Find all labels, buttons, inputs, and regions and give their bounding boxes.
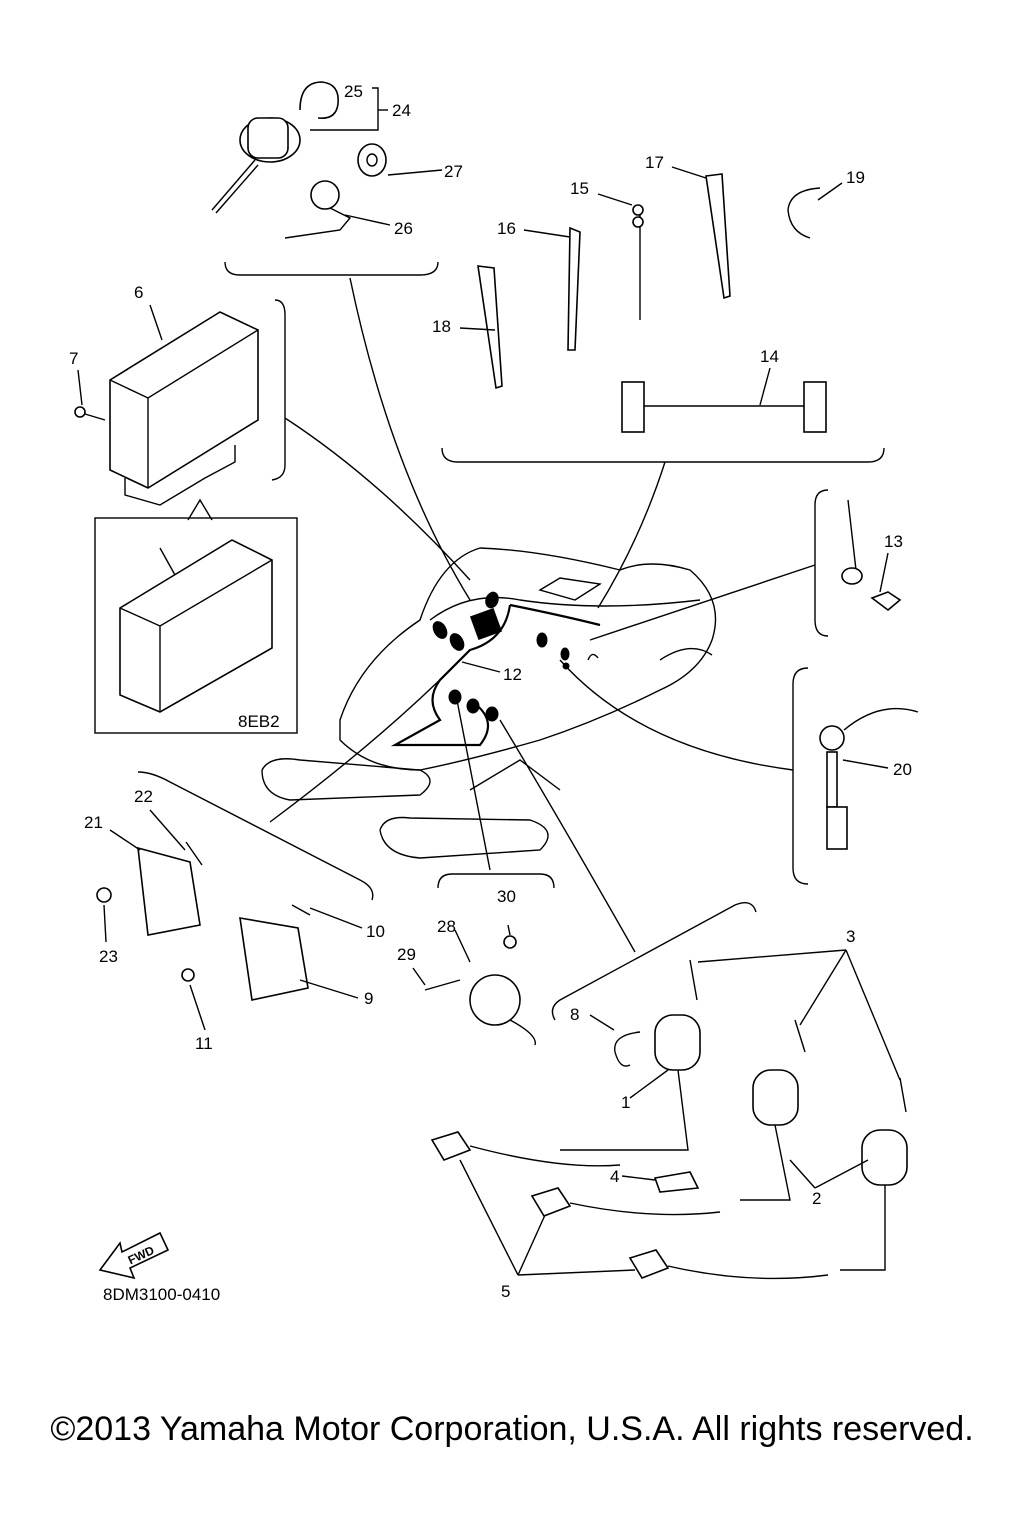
callout-24: 24 (392, 101, 411, 120)
callout-26: 26 (394, 219, 413, 238)
callout-18: 18 (432, 317, 451, 336)
callout-5: 5 (501, 1282, 510, 1301)
main-switch (211, 117, 301, 214)
wire-harness (390, 591, 601, 747)
callout-13: 13 (884, 532, 903, 551)
switch-cap (357, 143, 387, 177)
callout-numbers: 1 2 3 4 5 6 7 8 9 10 11 12 13 14 15 16 1… (69, 82, 912, 1304)
leader-lines (269, 277, 816, 953)
ignition-coil-1 (560, 1014, 701, 1151)
rectifier-21 (137, 846, 201, 936)
nut-30 (503, 935, 517, 949)
callout-12: 12 (503, 665, 522, 684)
callout-7: 7 (69, 349, 78, 368)
engine-stop-switch (284, 180, 352, 239)
spark-plug-caps (430, 1131, 829, 1280)
callout-20: 20 (893, 760, 912, 779)
copyright-notice: ©2013 Yamaha Motor Corporation, U.S.A. A… (50, 1410, 974, 1448)
fwd-label: FWD (126, 1243, 157, 1267)
callout-30: 30 (497, 887, 516, 906)
callout-6: 6 (134, 283, 143, 302)
regulator-9 (239, 917, 309, 1001)
callout-2: 2 (812, 1189, 821, 1208)
ignition-coil-2a (740, 1069, 799, 1201)
callout-22: 22 (134, 787, 153, 806)
thermo-switch (819, 707, 919, 850)
callout-16: 16 (497, 219, 516, 238)
callout-19: 19 (846, 168, 865, 187)
group-brackets (137, 261, 885, 1021)
nut-11 (181, 968, 195, 982)
screws-3 (689, 959, 907, 1113)
callout-17: 17 (645, 153, 664, 172)
callout-28: 28 (437, 917, 456, 936)
bolt-10 (291, 904, 311, 916)
screw-29 (424, 979, 461, 991)
key (299, 81, 339, 120)
callout-23: 23 (99, 947, 118, 966)
bolt-22 (185, 841, 203, 866)
inset-code: 8EB2 (238, 712, 280, 731)
callout-10: 10 (366, 922, 385, 941)
cdi-unit (109, 311, 259, 506)
callout-21: 21 (84, 813, 103, 832)
nut-23 (96, 887, 112, 903)
ignition-coil-2b (840, 1129, 908, 1271)
clip-8 (614, 1031, 641, 1067)
cdi-inset (94, 498, 298, 734)
fwd-arrow-icon: FWD (98, 1231, 170, 1280)
callout-29: 29 (397, 945, 416, 964)
callout-leaders (77, 87, 901, 1276)
callout-9: 9 (364, 989, 373, 1008)
screw-7 (74, 406, 106, 421)
callout-25: 25 (344, 82, 363, 101)
callout-3: 3 (846, 927, 855, 946)
callout-4: 4 (610, 1167, 619, 1186)
snowmobile-chassis (261, 547, 717, 859)
bands (477, 173, 731, 390)
callout-15: 15 (570, 179, 589, 198)
plug-holder (653, 1171, 700, 1193)
throttle-switch (469, 974, 536, 1046)
ground-lead (841, 499, 902, 612)
harness-cable (621, 381, 827, 433)
clip-19 (787, 187, 821, 239)
callout-14: 14 (760, 347, 779, 366)
callout-27: 27 (444, 162, 463, 181)
callout-11: 11 (195, 1034, 213, 1053)
diagram-code: 8DM3100-0410 (103, 1285, 220, 1304)
callout-8: 8 (570, 1005, 579, 1024)
callout-1: 1 (621, 1093, 630, 1112)
